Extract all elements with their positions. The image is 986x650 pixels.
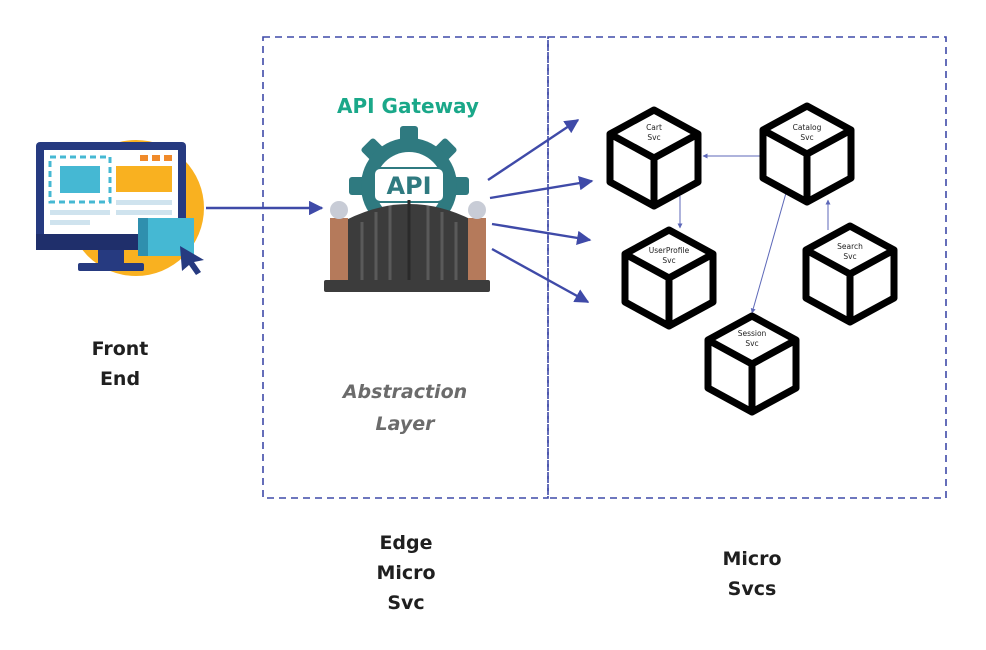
cart-service-label-1: Cart bbox=[646, 123, 662, 132]
micro-svcs-label: Micro Svcs bbox=[692, 544, 812, 604]
cart-service-label-2: Svc bbox=[647, 133, 660, 142]
userprofile-service-label-1: UserProfile bbox=[649, 246, 690, 255]
search-service-label-1: Search bbox=[837, 242, 863, 251]
micro-svcs-line2: Svcs bbox=[727, 578, 777, 600]
userprofile-service-cube bbox=[621, 226, 717, 330]
gateway-badge: API bbox=[386, 172, 431, 200]
front-end-label-line2: End bbox=[99, 368, 141, 390]
gateway-icon bbox=[324, 126, 490, 292]
catalog-service-cube bbox=[759, 102, 855, 206]
search-service-cube bbox=[802, 222, 898, 326]
arrow-gateway-to-cart bbox=[487, 119, 580, 181]
arrow-gateway-to-userprofile bbox=[491, 222, 592, 246]
front-end-label-line1: Front bbox=[91, 338, 149, 360]
abstraction-layer-label: Abstraction Layer bbox=[320, 376, 490, 440]
front-end-label: Front End bbox=[60, 334, 180, 394]
session-service-cube bbox=[704, 312, 800, 416]
cart-service-cube bbox=[606, 106, 702, 210]
edge-micro-svc-line1: Edge bbox=[379, 532, 433, 554]
search-service-label-2: Svc bbox=[843, 252, 856, 261]
userprofile-service-label-2: Svc bbox=[662, 256, 675, 265]
cursor-icon bbox=[180, 246, 204, 275]
session-service-label-1: Session bbox=[738, 329, 767, 338]
arrow-gateway-to-session bbox=[491, 247, 590, 304]
edge-micro-svc-line2: Micro bbox=[376, 562, 436, 584]
catalog-service-label-1: Catalog bbox=[793, 123, 822, 132]
arrow-gateway-to-catalog bbox=[489, 176, 594, 200]
edge-layer-boundary bbox=[262, 36, 549, 499]
micro-svcs-line1: Micro bbox=[722, 548, 782, 570]
session-service-label-2: Svc bbox=[745, 339, 758, 348]
microservices-boundary bbox=[547, 36, 947, 499]
abstraction-layer-line2: Layer bbox=[375, 413, 435, 435]
gateway-title: API Gateway bbox=[337, 94, 479, 118]
edge-micro-svc-label: Edge Micro Svc bbox=[346, 528, 466, 618]
monitor-icon bbox=[36, 140, 204, 276]
abstraction-layer-line1: Abstraction bbox=[342, 381, 468, 403]
catalog-service-label-2: Svc bbox=[800, 133, 813, 142]
arrow-catalog-to-session bbox=[750, 192, 787, 314]
edge-micro-svc-line3: Svc bbox=[387, 592, 425, 614]
